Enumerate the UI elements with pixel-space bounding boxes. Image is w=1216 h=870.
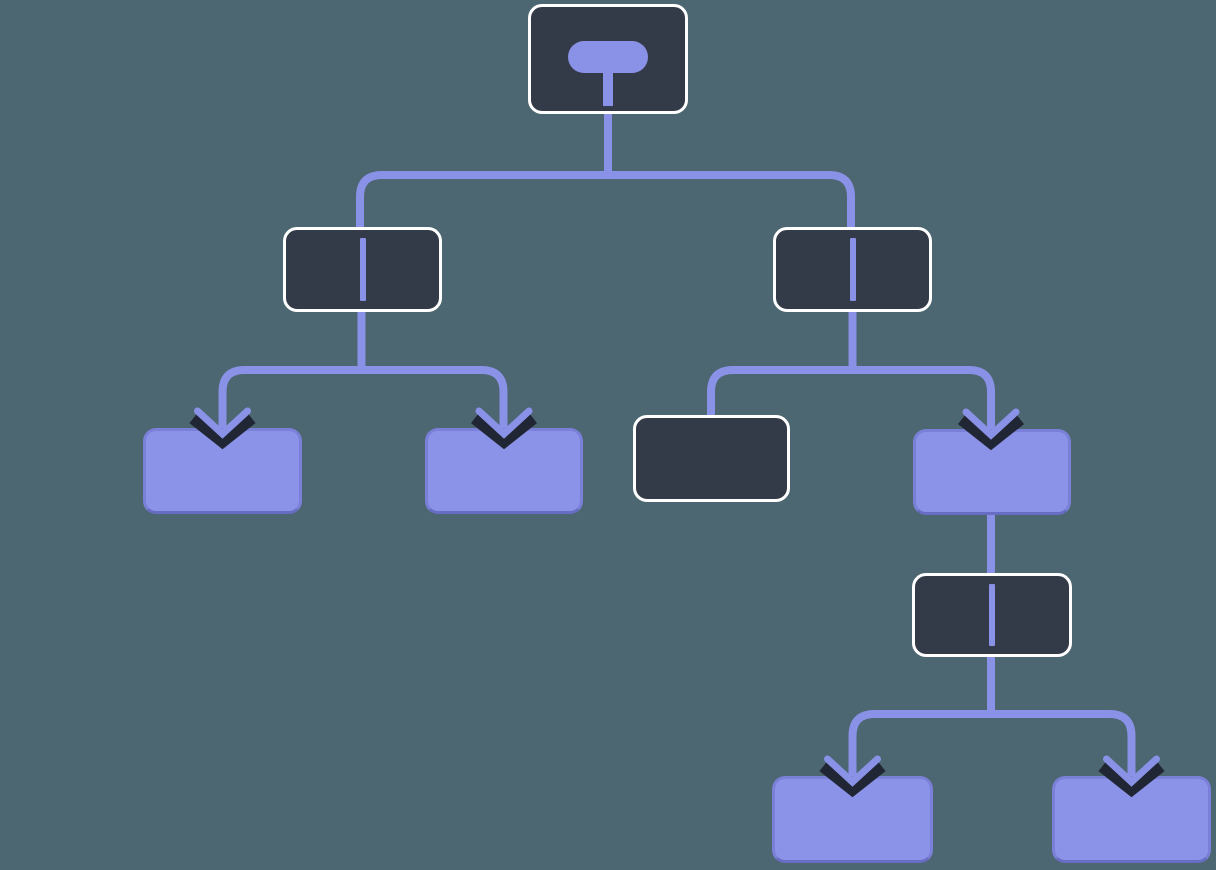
- left-branch-node-collapsed[interactable]: [283, 227, 442, 312]
- root-topic-pill-icon: [568, 41, 648, 73]
- leaf-node-target[interactable]: [143, 428, 302, 514]
- collapsed-children-line-icon: [989, 584, 995, 646]
- root-topic-stem-icon: [603, 69, 613, 106]
- leaf-node-target[interactable]: [425, 428, 583, 514]
- leaf-node-target[interactable]: [1052, 776, 1211, 863]
- expanded-empty-node[interactable]: [633, 415, 790, 502]
- right-branch-node-collapsed[interactable]: [773, 227, 932, 312]
- leaf-node-target[interactable]: [772, 776, 933, 863]
- leaf-node-target[interactable]: [913, 429, 1071, 515]
- lower-branch-node-collapsed[interactable]: [912, 573, 1072, 657]
- collapsed-children-line-icon: [849, 238, 856, 301]
- collapsed-children-line-icon: [359, 238, 366, 301]
- root-node-collapsed[interactable]: [528, 4, 688, 114]
